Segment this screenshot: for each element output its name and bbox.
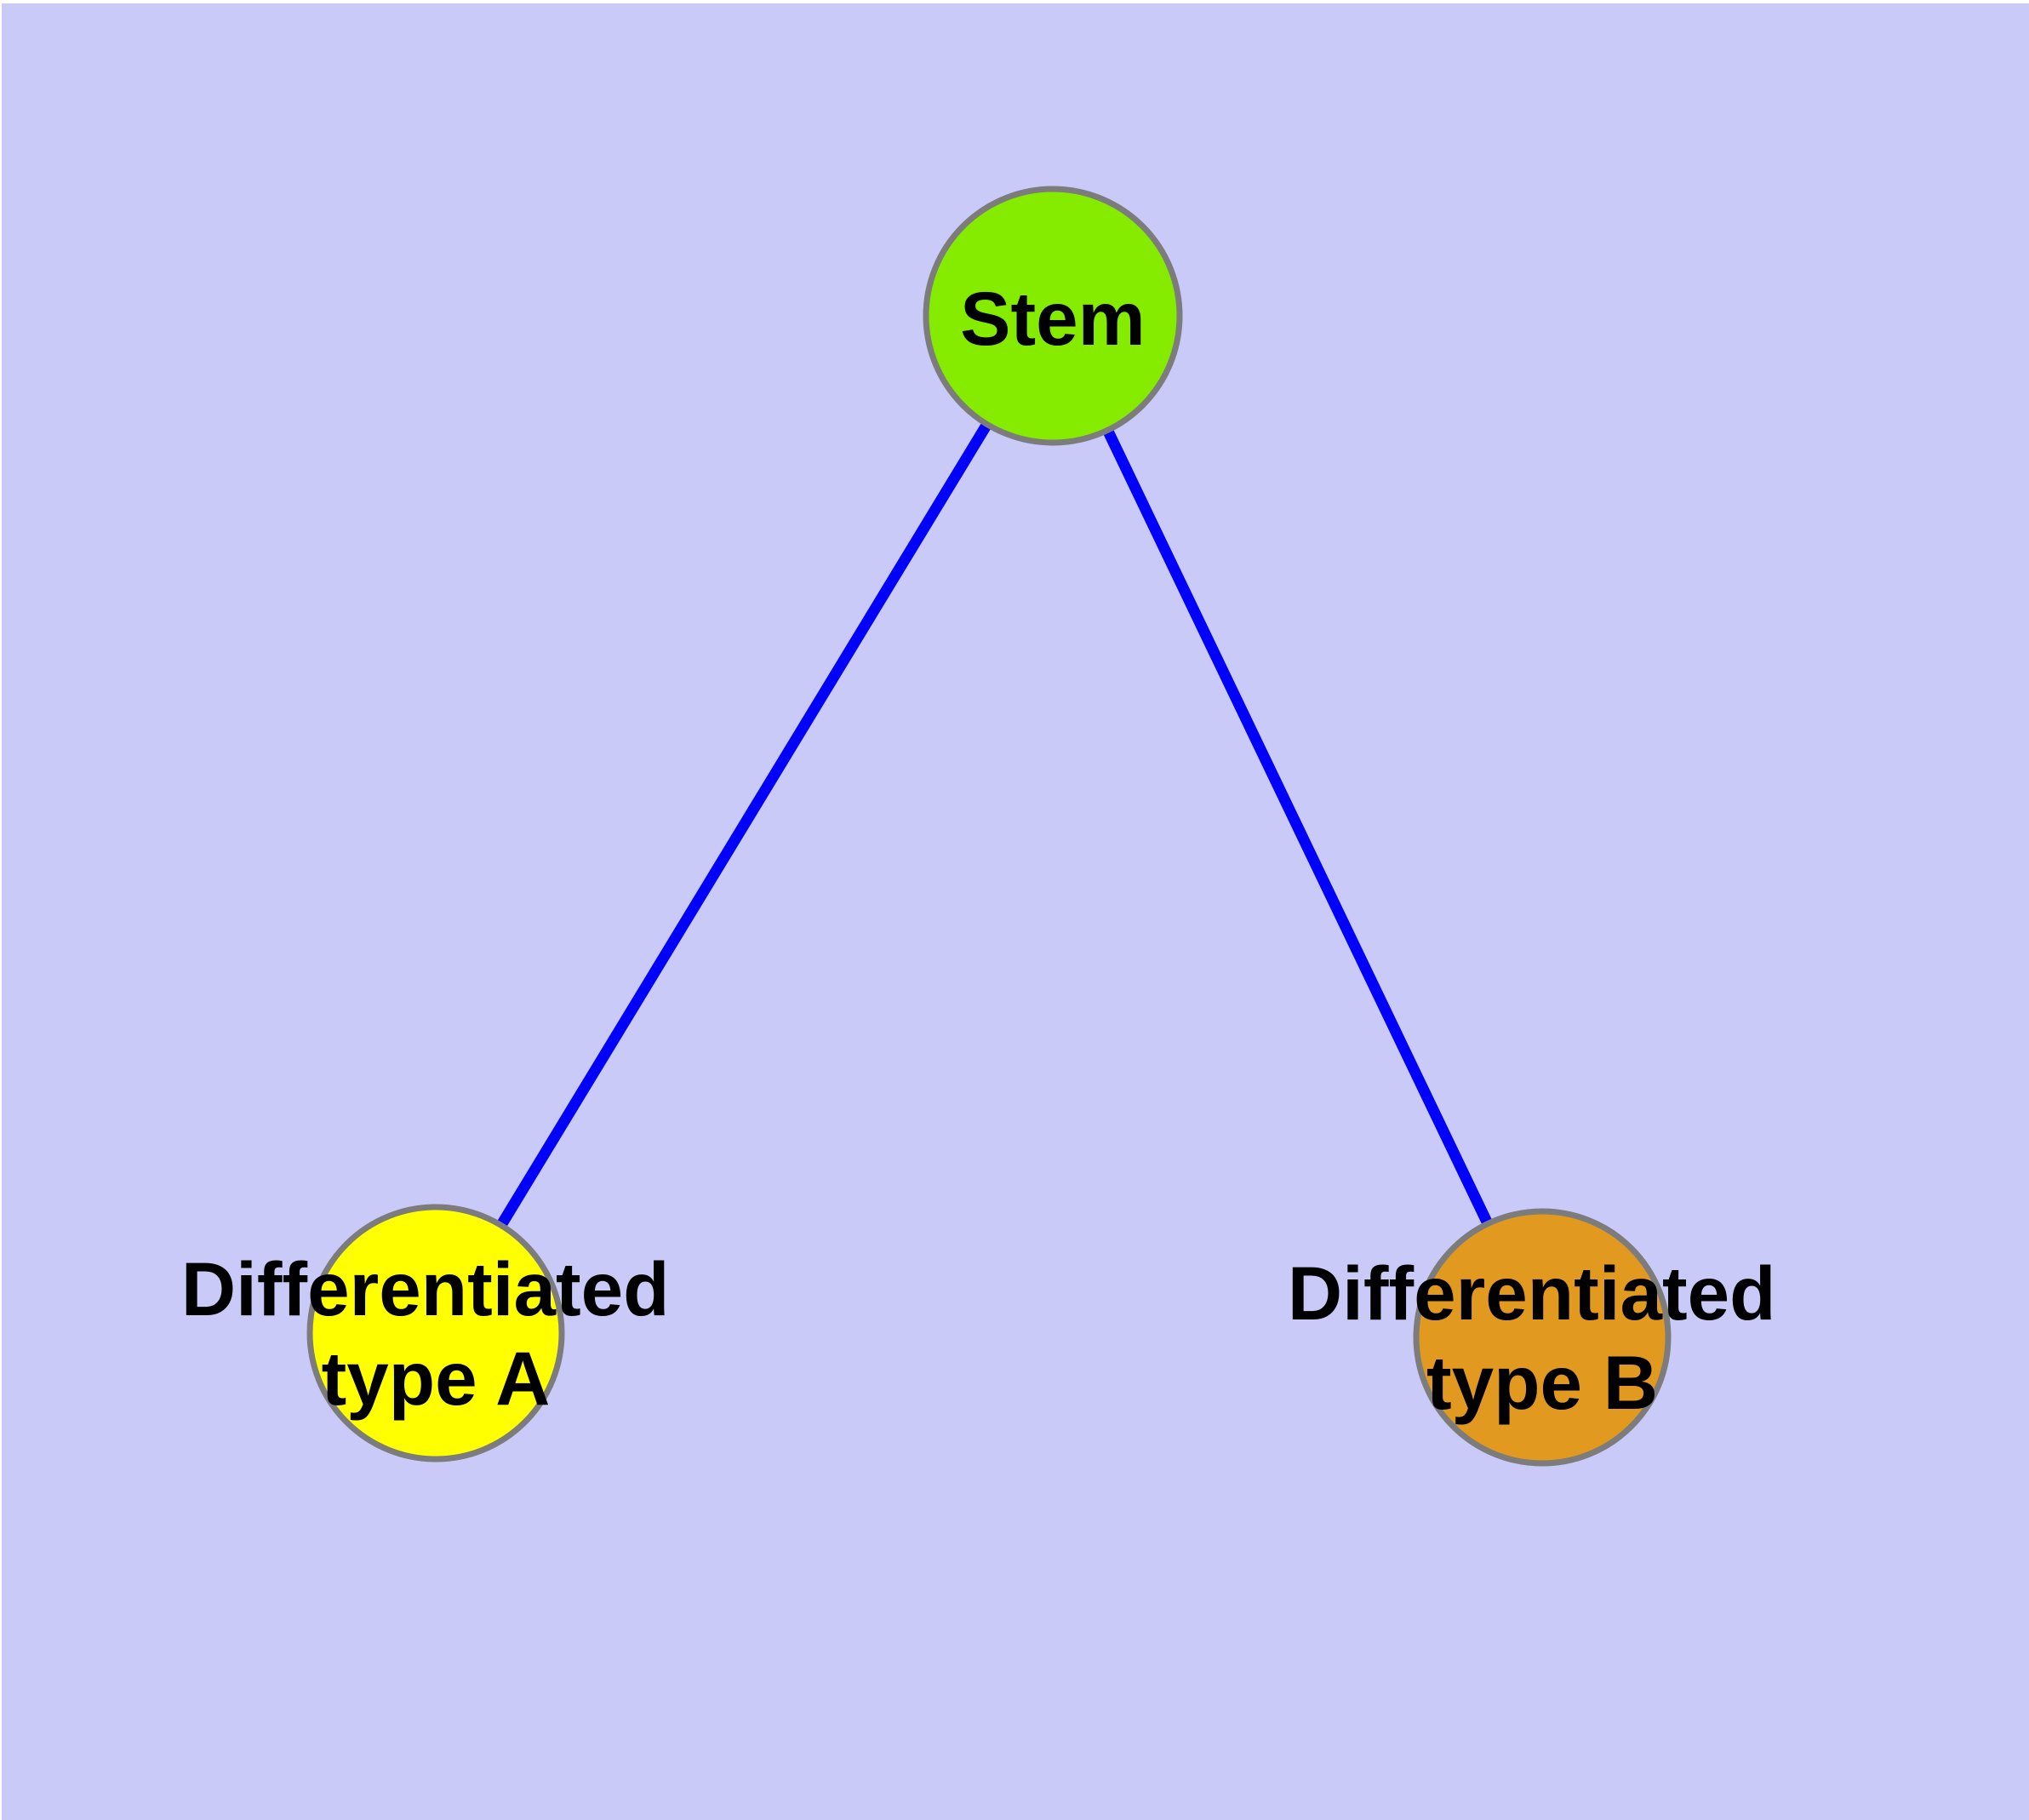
node-type-a-circle — [306, 1204, 565, 1462]
node-label-type-a: Differentiated type A — [181, 1246, 690, 1421]
edge-stem-to-type-a — [431, 312, 1058, 1336]
node-stem-circle — [923, 186, 1183, 446]
node-label-type-b: Differentiated type B — [1288, 1251, 1797, 1425]
edge-stem-to-type-b — [1048, 313, 1547, 1340]
node-type-b-circle — [1413, 1208, 1672, 1467]
node-label-stem: Stem — [960, 276, 1146, 361]
